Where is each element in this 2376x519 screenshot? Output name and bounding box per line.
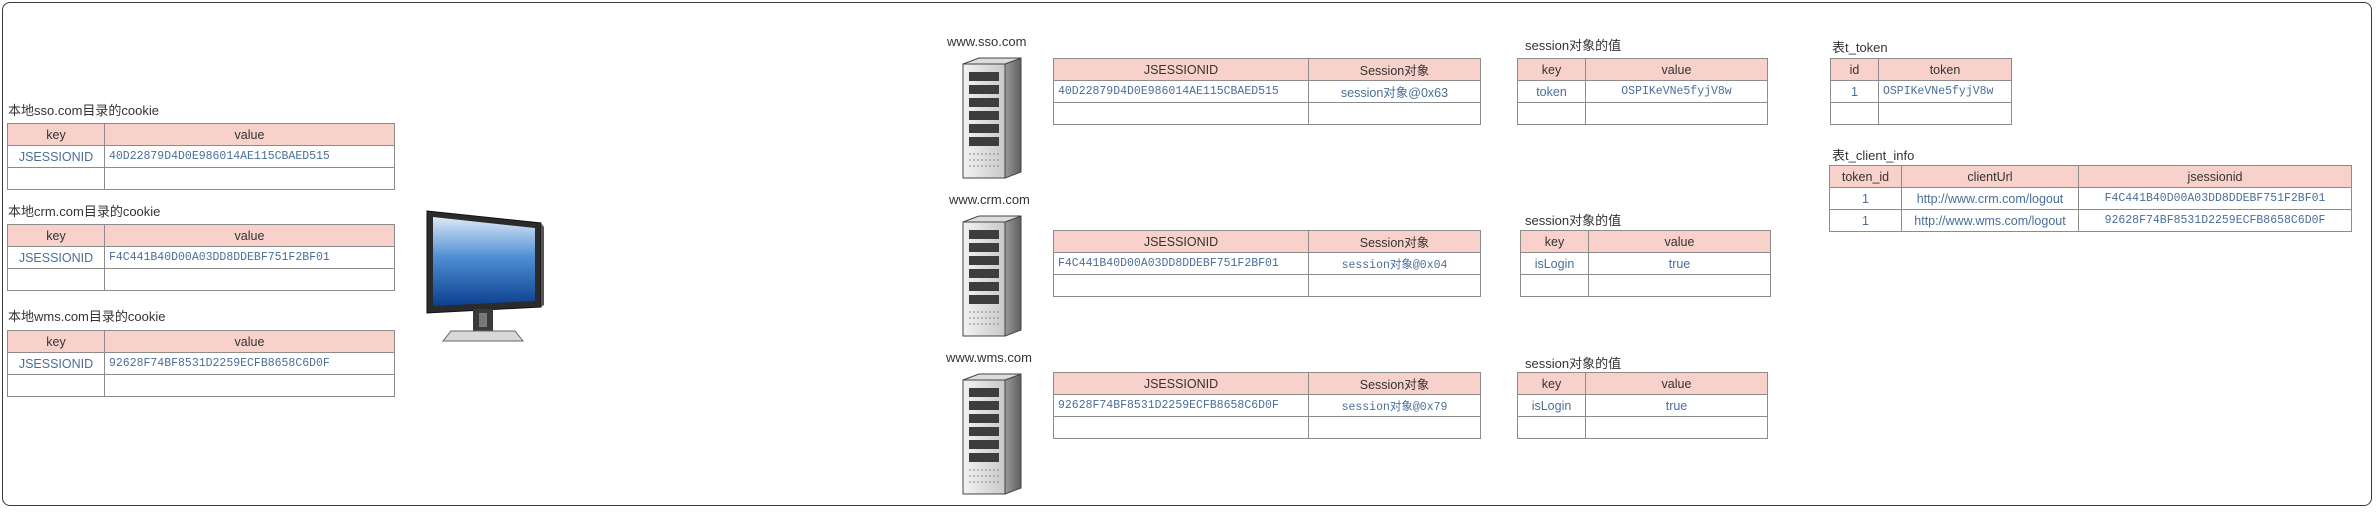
table-cell: 1 bbox=[1829, 209, 1902, 232]
col-header: key bbox=[7, 123, 105, 146]
table-cell bbox=[1520, 274, 1589, 297]
server-wms-host: www.wms.com bbox=[946, 350, 1032, 365]
table-cell: 40D22879D4D0E986014AE115CBAED515 bbox=[1053, 80, 1309, 103]
table-cell: isLogin bbox=[1517, 394, 1586, 417]
wms-session-value-title: session对象的值 bbox=[1525, 356, 1622, 371]
table-cell: F4C441B40D00A03DD8DDEBF751F2BF01 bbox=[1053, 252, 1309, 275]
table-cell: 1 bbox=[1830, 80, 1879, 103]
table-cell: F4C441B40D00A03DD8DDEBF751F2BF01 bbox=[2078, 187, 2352, 210]
col-header: JSESSIONID bbox=[1053, 230, 1309, 253]
table-cell bbox=[1308, 102, 1481, 125]
table-cell bbox=[1585, 416, 1768, 439]
sso-session-value-title: session对象的值 bbox=[1525, 38, 1622, 53]
col-header: key bbox=[1517, 372, 1586, 395]
table-cell bbox=[1053, 102, 1309, 125]
server-sso-host: www.sso.com bbox=[947, 34, 1027, 49]
table-cell bbox=[1878, 102, 2012, 125]
table-cell: 92628F74BF8531D2259ECFB8658C6D0F bbox=[104, 352, 395, 375]
table-cell bbox=[1053, 274, 1309, 297]
table-cell: JSESSIONID bbox=[7, 145, 105, 168]
table-cell: session对象@0x79 bbox=[1308, 394, 1481, 417]
col-header: token bbox=[1878, 58, 2012, 81]
table-cell: OSPIKeVNe5fyjV8w bbox=[1878, 80, 2012, 103]
table-cell bbox=[1517, 416, 1586, 439]
col-header: JSESSIONID bbox=[1053, 372, 1309, 395]
local-crm-cookie-title: 本地crm.com目录的cookie bbox=[8, 204, 161, 219]
table-cell: JSESSIONID bbox=[7, 246, 105, 269]
table-cell: http://www.wms.com/logout bbox=[1901, 209, 2079, 232]
table-cell bbox=[1585, 102, 1768, 125]
server-icon bbox=[962, 215, 1022, 337]
table-cell: OSPIKeVNe5fyjV8w bbox=[1585, 80, 1768, 103]
local-sso-cookie-title: 本地sso.com目录的cookie bbox=[8, 103, 159, 118]
table-cell bbox=[1308, 274, 1481, 297]
table-cell bbox=[1830, 102, 1879, 125]
table-cell bbox=[104, 374, 395, 397]
table-cell bbox=[1053, 416, 1309, 439]
t-client-info-title: 表t_client_info bbox=[1832, 148, 1915, 163]
table-cell: true bbox=[1585, 394, 1768, 417]
col-header: value bbox=[1585, 58, 1768, 81]
monitor-icon bbox=[426, 210, 544, 342]
table-cell: http://www.crm.com/logout bbox=[1901, 187, 2079, 210]
col-header: value bbox=[1588, 230, 1771, 253]
col-header: JSESSIONID bbox=[1053, 58, 1309, 81]
server-icon bbox=[962, 57, 1022, 179]
t-token-title: 表t_token bbox=[1832, 40, 1888, 55]
col-header: clientUrl bbox=[1901, 165, 2079, 188]
table-cell bbox=[7, 268, 105, 291]
col-header: Session对象 bbox=[1308, 230, 1481, 253]
table-cell bbox=[104, 268, 395, 291]
table-cell: token bbox=[1517, 80, 1586, 103]
col-header: key bbox=[7, 330, 105, 353]
col-header: key bbox=[7, 224, 105, 247]
table-cell bbox=[104, 167, 395, 190]
table-cell: JSESSIONID bbox=[7, 352, 105, 375]
table-cell: session对象@0x04 bbox=[1308, 252, 1481, 275]
col-header: jsessionid bbox=[2078, 165, 2352, 188]
col-header: value bbox=[104, 123, 395, 146]
col-header: id bbox=[1830, 58, 1879, 81]
table-cell bbox=[1517, 102, 1586, 125]
crm-session-value-title: session对象的值 bbox=[1525, 213, 1622, 228]
col-header: value bbox=[104, 330, 395, 353]
table-cell: 92628F74BF8531D2259ECFB8658C6D0F bbox=[1053, 394, 1309, 417]
table-cell: 40D22879D4D0E986014AE115CBAED515 bbox=[104, 145, 395, 168]
table-cell: isLogin bbox=[1520, 252, 1589, 275]
col-header: key bbox=[1517, 58, 1586, 81]
table-cell: 1 bbox=[1829, 187, 1902, 210]
col-header: Session对象 bbox=[1308, 58, 1481, 81]
table-cell: 92628F74BF8531D2259ECFB8658C6D0F bbox=[2078, 209, 2352, 232]
col-header: value bbox=[104, 224, 395, 247]
table-cell bbox=[1588, 274, 1771, 297]
local-wms-cookie-title: 本地wms.com目录的cookie bbox=[8, 309, 166, 324]
col-header: Session对象 bbox=[1308, 372, 1481, 395]
col-header: key bbox=[1520, 230, 1589, 253]
table-cell bbox=[1308, 416, 1481, 439]
table-cell bbox=[7, 167, 105, 190]
table-cell: F4C441B40D00A03DD8DDEBF751F2BF01 bbox=[104, 246, 395, 269]
table-cell bbox=[7, 374, 105, 397]
col-header: value bbox=[1585, 372, 1768, 395]
server-icon bbox=[962, 373, 1022, 495]
table-cell: true bbox=[1588, 252, 1771, 275]
t-client-info-table: token_id clientUrl jsessionid 1 http://w… bbox=[1829, 165, 2352, 232]
col-header: token_id bbox=[1829, 165, 1902, 188]
table-cell: session对象@0x63 bbox=[1308, 80, 1481, 103]
server-crm-host: www.crm.com bbox=[949, 192, 1030, 207]
